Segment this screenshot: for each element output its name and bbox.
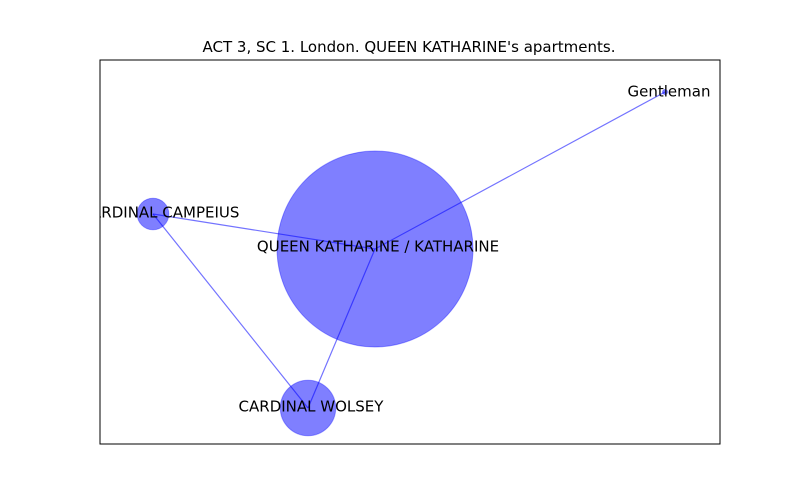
node-queen (276, 150, 474, 348)
node-layer (136, 89, 668, 437)
chart-title: ACT 3, SC 1. London. QUEEN KATHARINE's a… (203, 38, 616, 56)
node-label-campeius: CARDINAL CAMPEIUS (81, 204, 240, 222)
label-layer: QUEEN KATHARINE / KATHARINE CARDINAL WOLS… (81, 83, 711, 416)
node-gentleman (662, 89, 668, 95)
node-campeius (136, 197, 170, 231)
node-label-wolsey: CARDINAL WOLSEY (239, 398, 385, 416)
node-label-gentleman: Gentleman (628, 83, 711, 101)
node-wolsey (279, 379, 337, 437)
node-label-queen: QUEEN KATHARINE / KATHARINE (257, 238, 499, 256)
edge-campeius-wolsey (152, 213, 309, 409)
plot-frame (99, 59, 721, 445)
